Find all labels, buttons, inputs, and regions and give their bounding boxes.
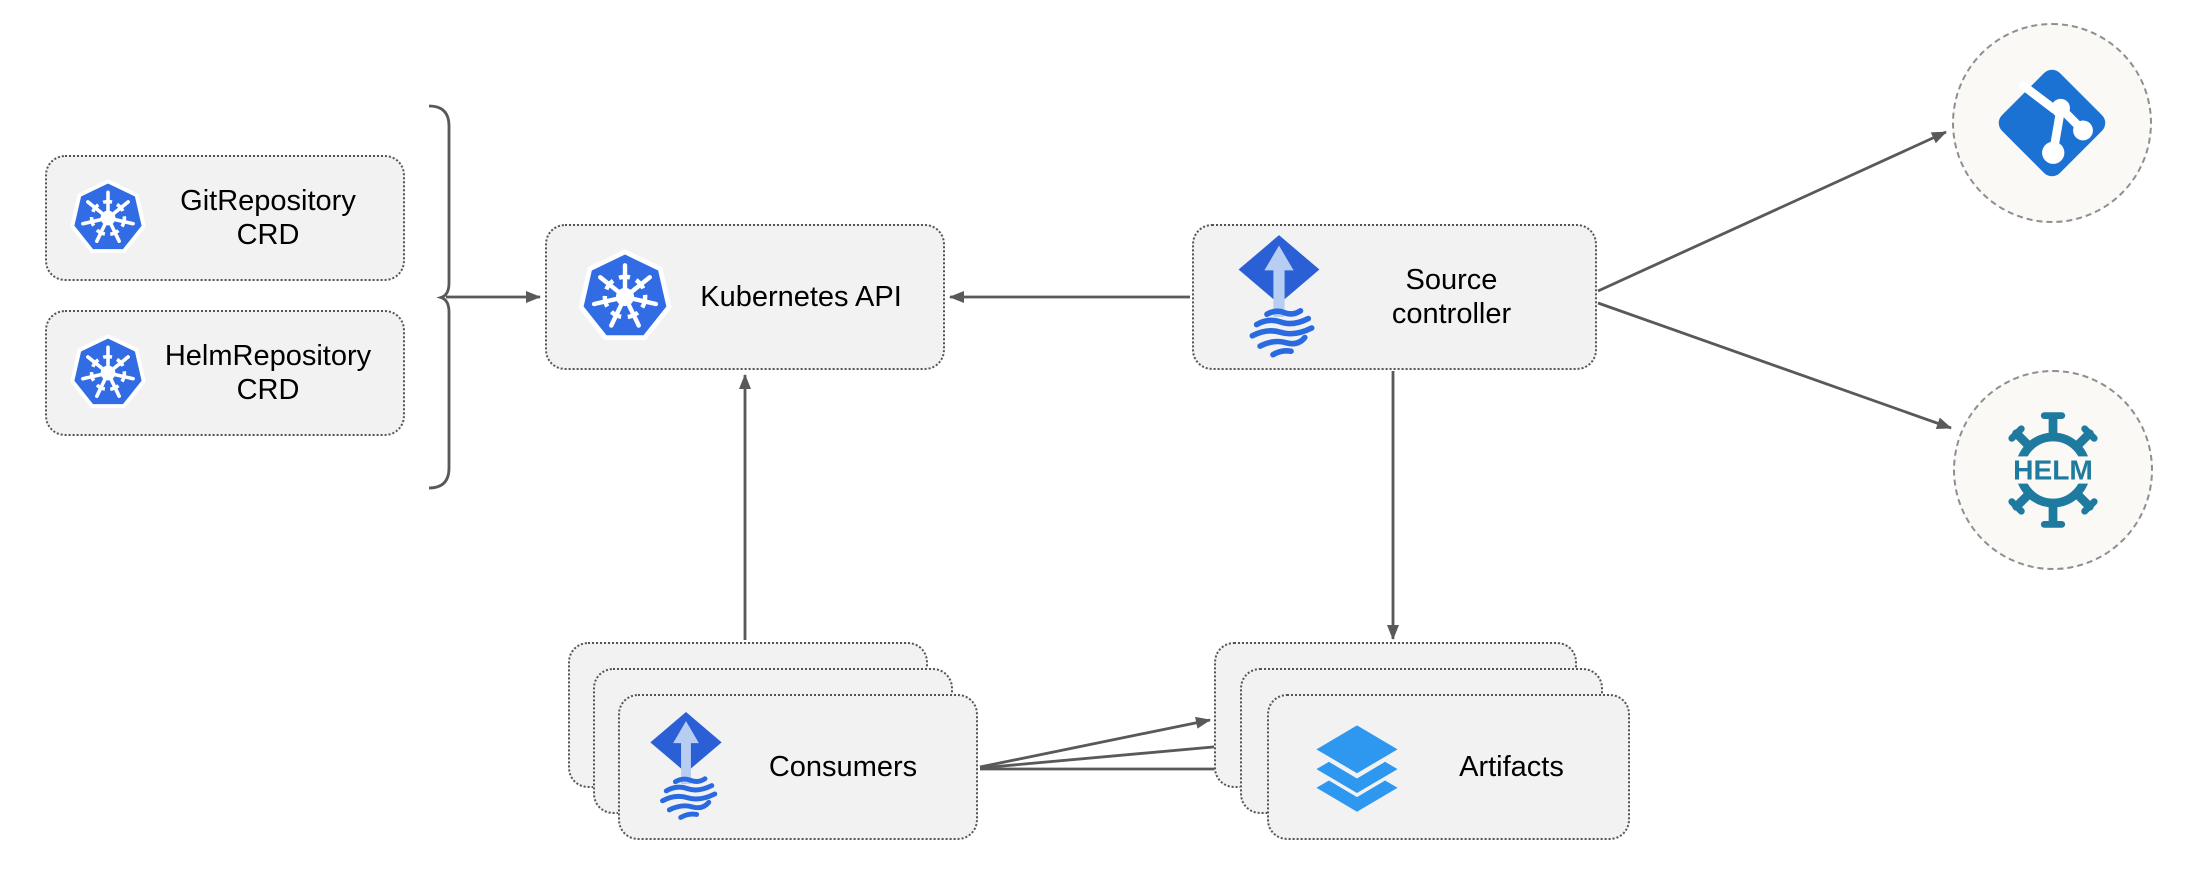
node-artifacts-stack: Artifacts (1214, 642, 1632, 842)
node-label: Artifacts (1409, 750, 1628, 784)
node-label: Source controller (1322, 263, 1595, 331)
kubernetes-icon (69, 334, 147, 412)
endpoint-helm-repository: HELM (1953, 370, 2153, 570)
arrow-source-controller-to-git (1597, 130, 1947, 293)
helm-icon: HELM (2008, 412, 2098, 528)
node-label: HelmRepository CRD (147, 339, 403, 407)
node-label: Consumers (724, 750, 976, 784)
label-line: HelmRepository (164, 339, 372, 372)
label-line: GitRepository (180, 184, 356, 217)
node-helmrepository-crd: HelmRepository CRD (45, 310, 405, 436)
layers-icon (1305, 715, 1409, 819)
node-artifacts: Artifacts (1267, 694, 1630, 840)
kubernetes-icon (577, 249, 673, 345)
arrow-consumers-to-artifacts-back (979, 716, 1211, 769)
label-line: Artifacts (1459, 750, 1564, 783)
label-line: Kubernetes API (700, 280, 902, 313)
helm-logo-text: HELM (2013, 454, 2093, 486)
crd-group-brace (428, 104, 451, 490)
label-line: controller (1391, 298, 1512, 330)
node-label: Kubernetes API (673, 280, 943, 314)
endpoint-git-repository (1952, 23, 2152, 223)
node-gitrepository-crd: GitRepository CRD (45, 155, 405, 281)
kubernetes-icon (69, 179, 147, 257)
node-label: GitRepository CRD (147, 184, 403, 252)
git-icon (1990, 61, 2114, 185)
node-consumers: Consumers (618, 694, 978, 840)
node-kubernetes-api: Kubernetes API (545, 224, 945, 370)
node-source-controller: Source controller (1192, 224, 1597, 370)
flux-icon (648, 712, 724, 822)
flux-icon (1236, 235, 1322, 360)
arrow-consumers-to-artifacts-middle (979, 740, 1236, 770)
label-line: Source (1405, 263, 1498, 296)
node-consumers-stack: Consumers (568, 642, 980, 842)
label-line: Consumers (768, 750, 918, 783)
label-line: CRD (236, 374, 300, 406)
label-line: CRD (236, 219, 300, 251)
arrow-source-controller-to-helm (1597, 301, 1952, 430)
